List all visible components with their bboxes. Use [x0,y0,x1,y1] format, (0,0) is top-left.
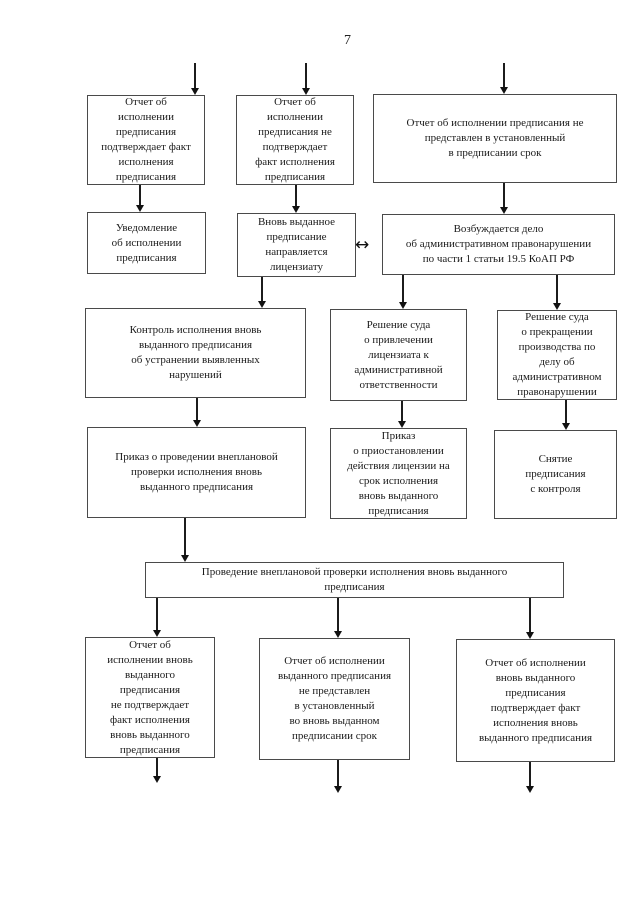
arrowhead-icon [334,786,342,793]
flow-node-new-order-sent: Вновь выданное предписание направляется … [237,213,356,277]
arrowhead-icon [292,206,300,213]
flow-node-control-new-order: Контроль исполнения вновь выданного пред… [85,308,306,398]
flow-node-case-initiated: Возбуждается дело об административном пр… [382,214,615,275]
arrowhead-icon [136,205,144,212]
arrowhead-icon [399,302,407,309]
page-number: 7 [344,33,351,48]
connector-new-report-not-submitted-out [337,760,339,787]
arrowhead-icon [500,87,508,94]
flow-node-report-confirms: Отчет об исполнении предписания подтверж… [87,95,205,185]
connector-conduct-to-new-report-not-confirms [156,598,158,631]
connector-new-order-to-control [261,277,263,302]
connector-into-report-not-confirms [305,63,307,89]
arrowhead-icon [153,630,161,637]
connector-into-report-confirms [194,63,196,89]
bidirectional-arrow-icon: ↔ [355,235,369,255]
flow-node-court-termination: Решение суда о прекращении производства … [497,310,617,400]
connector-court-termination-to-removal [565,400,567,424]
connector-control-to-order-inspection [196,398,198,421]
arrowhead-icon [553,303,561,310]
connector-into-report-not-submitted [503,63,505,88]
connector-conduct-to-new-report-not-submitted [337,598,339,632]
connector-report-not-submitted-to-case [503,183,505,208]
arrowhead-icon [302,88,310,95]
connector-new-report-confirms-out [529,762,531,787]
connector-new-report-not-confirms-out [156,758,158,777]
arrowhead-icon [500,207,508,214]
arrowhead-icon [153,776,161,783]
flow-node-report-not-confirms: Отчет об исполнении предписания не подтв… [236,95,354,185]
flow-node-order-suspension: Приказ о приостановлении действия лиценз… [330,428,467,519]
flow-node-new-report-not-confirms: Отчет об исполнении вновь выданного пред… [85,637,215,758]
flow-node-new-report-not-submitted: Отчет об исполнении выданного предписани… [259,638,410,760]
connector-case-to-court-termination [556,275,558,304]
arrowhead-icon [526,786,534,793]
connector-report-confirms-to-notification [139,185,141,206]
arrowhead-icon [562,423,570,430]
connector-report-not-confirms-to-new-order [295,185,297,207]
flow-node-inspection-conduct: Проведение внеплановой проверки исполнен… [145,562,564,598]
flow-node-court-liability: Решение суда о привлечении лицензиата к … [330,309,467,401]
arrowhead-icon [398,421,406,428]
flow-node-notification: Уведомление об исполнении предписания [87,212,206,274]
flow-node-removal-control: Снятие предписания с контроля [494,430,617,519]
arrowhead-icon [191,88,199,95]
connector-conduct-to-new-report-confirms [529,598,531,633]
connector-case-to-court-liability [402,275,404,303]
arrowhead-icon [526,632,534,639]
flow-node-new-report-confirms: Отчет об исполнении вновь выданного пред… [456,639,615,762]
arrowhead-icon [258,301,266,308]
arrowhead-icon [334,631,342,638]
connector-order-inspection-to-conduct [184,518,186,556]
flow-node-report-not-submitted: Отчет об исполнении предписания не предс… [373,94,617,183]
flow-node-order-inspection: Приказ о проведении внеплановой проверки… [87,427,306,518]
arrowhead-icon [193,420,201,427]
arrowhead-icon [181,555,189,562]
connector-court-liability-to-suspension [401,401,403,422]
